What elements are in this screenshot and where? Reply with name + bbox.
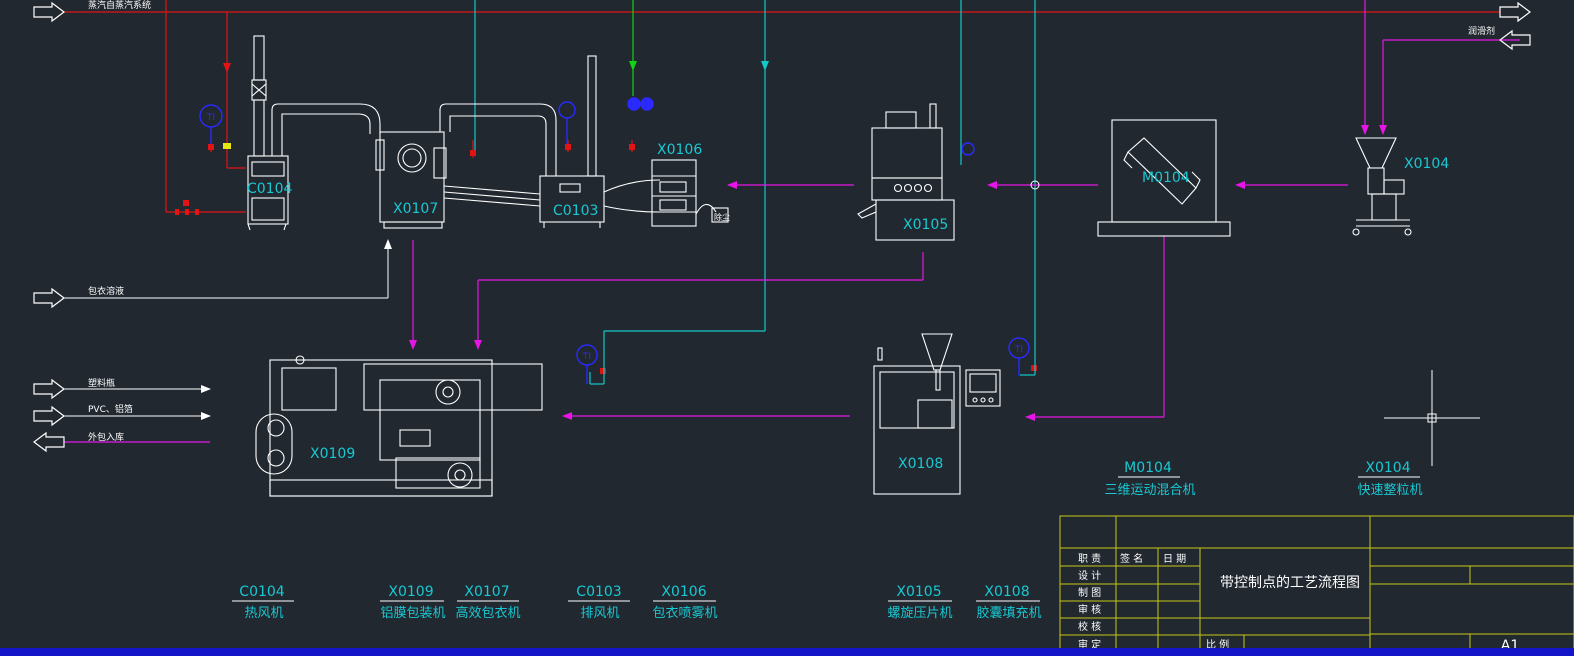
legend-code: X0106	[661, 584, 706, 600]
tag-X0105: X0105	[903, 217, 948, 233]
legend-name: 螺旋压片机	[887, 606, 952, 621]
tag-X0108: X0108	[898, 456, 943, 472]
legend-name: 快速整粒机	[1357, 483, 1422, 498]
legend-code: X0109	[388, 584, 433, 600]
cad-crosshair	[1384, 370, 1480, 466]
legend-code: X0105	[896, 584, 941, 600]
tb-row-approve: 审 定	[1078, 638, 1101, 651]
ti-label-1: TI	[206, 113, 215, 123]
equipment-legend: C0104 热风机 X0109 铝膜包装机 X0107 高效包衣机 C0103 …	[232, 460, 1423, 621]
tag-X0104: X0104	[1404, 156, 1449, 172]
tb-row-review: 审 核	[1078, 603, 1101, 616]
legend-name: 胶囊填充机	[976, 605, 1041, 621]
legend-item: X0107 高效包衣机	[455, 584, 520, 621]
steam-line	[64, 0, 1500, 213]
plastic-bottle-label: 塑料瓶	[88, 377, 115, 389]
tb-title: 带控制点的工艺流程图	[1220, 575, 1360, 591]
legend-name: 排风机	[580, 606, 619, 621]
legend-name: 三维运动混合机	[1104, 483, 1195, 498]
tb-date-header: 日 期	[1163, 553, 1186, 565]
legend-code: C0104	[239, 584, 284, 600]
feed-lines	[64, 239, 392, 420]
legend-code: C0103	[576, 584, 621, 600]
legend-item: X0105 螺旋压片机	[887, 584, 952, 621]
ti-instrument-4	[558, 101, 576, 119]
tb-role-header: 职 责	[1078, 552, 1101, 565]
legend-code: M0104	[1124, 460, 1172, 476]
legend-item: X0106 包衣喷雾机	[652, 584, 717, 621]
outer-pack-label: 外包入库	[88, 431, 124, 443]
legend-item: X0108 胶囊填充机	[976, 584, 1042, 621]
legend-item: M0104 三维运动混合机	[1104, 460, 1195, 498]
equipment-X0104-drawing	[1352, 137, 1412, 236]
flag-arrows	[33, 1, 1531, 453]
junction-node	[1030, 180, 1040, 190]
legend-code: X0107	[464, 584, 509, 600]
title-block	[1059, 515, 1574, 656]
steam-valves	[175, 143, 1037, 374]
coating-solution-label: 包衣溶液	[88, 285, 124, 297]
tag-M0104: M0104	[1142, 170, 1190, 186]
tag-X0109: X0109	[310, 446, 355, 462]
pvc-foil-label: PVC、铝箔	[88, 403, 133, 415]
tb-row-check: 校 核	[1078, 620, 1101, 633]
ti-label-2: TI	[582, 352, 591, 362]
ti-instrument-5	[961, 142, 975, 156]
tb-row-design: 设 计	[1078, 569, 1101, 582]
dust-label: 除尘	[714, 212, 730, 222]
legend-name: 高效包衣机	[455, 605, 520, 621]
legend-item: C0103 排风机	[568, 584, 630, 621]
legend-code: X0104	[1365, 460, 1410, 476]
material-flow-lines	[64, 0, 1520, 443]
ti-label-3: TI	[1014, 345, 1023, 355]
equipment-X0108-drawing	[873, 333, 1001, 495]
equipment-X0106-drawing	[651, 159, 729, 227]
equipment-X0107-drawing	[375, 103, 557, 229]
tag-X0107: X0107	[393, 201, 438, 217]
tb-row-draw: 制 图	[1078, 586, 1101, 599]
water-lines	[474, 0, 1036, 385]
tb-scale: 比 例	[1206, 638, 1229, 651]
legend-name: 热风机	[244, 606, 283, 621]
legend-code: X0108	[984, 584, 1029, 600]
legend-item: X0109 铝膜包装机	[380, 584, 446, 621]
equipment-X0109-drawing	[255, 355, 543, 497]
tag-C0104: C0104	[247, 181, 292, 197]
status-bar	[0, 648, 1574, 656]
lubricant-label: 润滑剂	[1468, 25, 1495, 37]
equipment-C0104-drawing	[247, 35, 381, 231]
equipment-X0105-drawing	[857, 103, 955, 241]
legend-item: C0104 热风机	[232, 584, 294, 621]
legend-item: X0104 快速整粒机	[1357, 460, 1422, 498]
tag-X0106: X0106	[657, 142, 702, 158]
steam-source-label: 蒸汽自蒸汽系统	[88, 0, 151, 11]
legend-name: 包衣喷雾机	[652, 605, 717, 621]
tb-sign-header: 签 名	[1120, 552, 1143, 565]
legend-name: 铝膜包装机	[380, 606, 445, 621]
equipment-M0104-drawing	[1097, 119, 1231, 237]
instruments	[199, 97, 1030, 384]
tag-C0103: C0103	[553, 203, 598, 219]
